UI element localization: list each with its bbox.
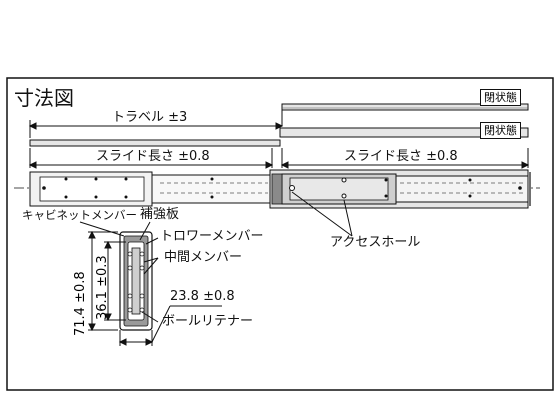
travel-rail: [29, 127, 529, 147]
middle-member-label: 中間メンバー: [164, 250, 243, 265]
page-title: 寸法図: [14, 86, 74, 110]
closed-state-tag-bottom: 閉状態: [480, 122, 521, 139]
slide-closed-view: [269, 169, 531, 209]
slide-length-label-right: スライド長さ ±0.8: [344, 149, 458, 164]
closed-state-tag-top: 閉状態: [480, 89, 521, 106]
slide-length-dimension-left: [28, 148, 274, 169]
cross-section: [119, 231, 153, 331]
slide-extended-view: [14, 171, 540, 207]
drawer-member-label: トロワーメンバー: [160, 229, 264, 244]
travel-dimension: [28, 110, 284, 138]
slide-length-label-left: スライド長さ ±0.8: [96, 149, 210, 164]
part-leader-lines: [79, 221, 159, 323]
inner-height-label: 36.1 ±0.3: [95, 255, 110, 320]
reinforcement-plate-label: 補強板: [140, 207, 180, 222]
outer-height-label: 71.4 ±0.8: [73, 271, 88, 336]
ball-retainer-label: ボールリテナー: [162, 314, 254, 329]
width-dimension-label: 23.8 ±0.8: [170, 289, 235, 304]
slide-length-dimension-right: [280, 148, 530, 169]
access-hole-leader: [291, 191, 353, 237]
cabinet-member-label: キャビネットメンバー: [22, 208, 137, 222]
top-rail-closed: [281, 103, 529, 111]
cross-section-dimensions: [88, 230, 222, 346]
access-hole-label: アクセスホール: [330, 235, 421, 250]
travel-label: トラベル ±3: [112, 110, 188, 125]
